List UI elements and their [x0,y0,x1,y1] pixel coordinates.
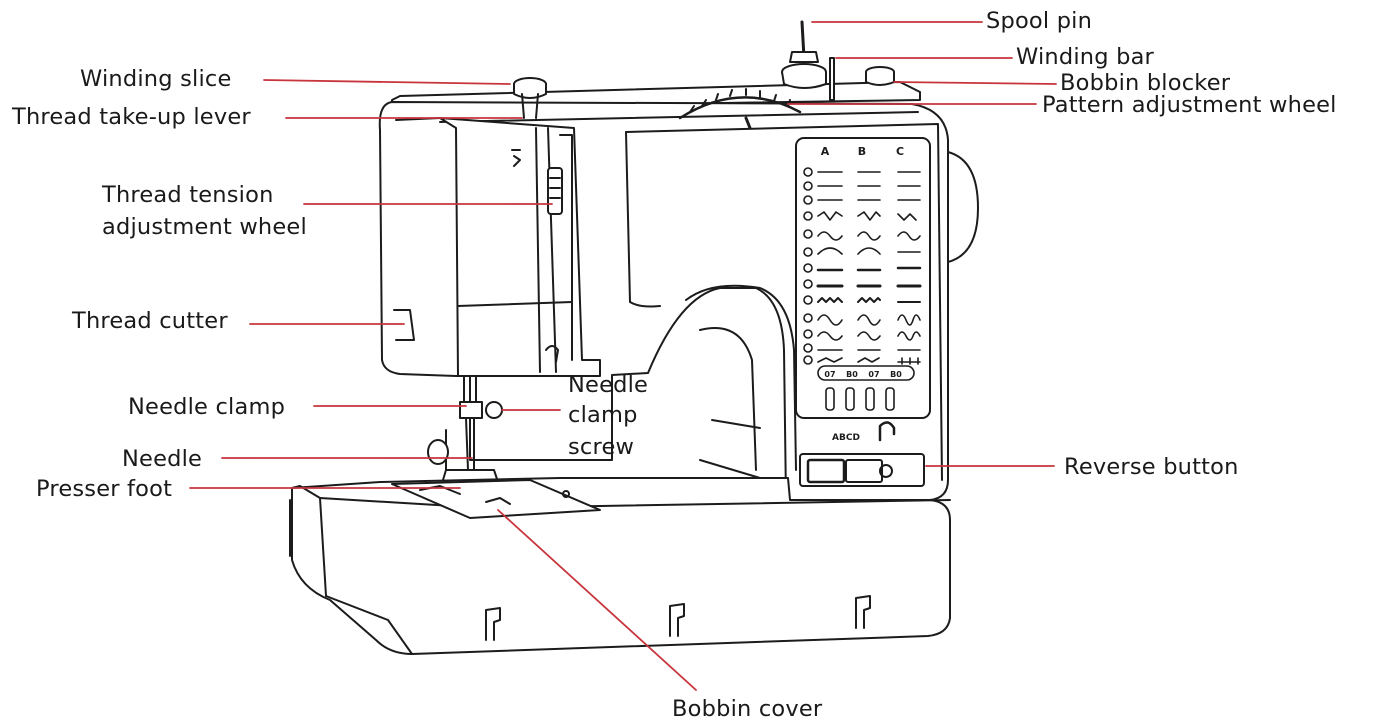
label-presser-foot: Presser foot [36,476,173,502]
label-take-up-lever: Thread take-up lever [12,104,251,130]
panel-foot-code-3: 07 [868,370,879,379]
label-winding-bar: Winding bar [1016,44,1155,70]
leader-bobbin-blocker [893,81,1057,85]
label-needle-clamp-screw-line2: clamp [568,402,638,428]
hand-wheel [947,151,979,263]
label-spool-pin: Spool pin [986,8,1093,34]
label-needle: Needle [122,446,203,472]
panel-text: A B C 07 B0 07 B0 ABCD [821,145,904,443]
leader-bobbin-cover [497,509,697,691]
label-bobbin-cover: Bobbin cover [672,696,823,722]
label-needle-clamp-screw-line1: Needle [568,372,649,398]
label-reverse-button: Reverse button [1064,454,1239,480]
pattern-wheel [678,96,802,120]
label-pattern-wheel: Pattern adjustment wheel [1042,92,1337,118]
machine-base [291,477,951,655]
label-tension-wheel-line1: Thread tension [102,182,274,208]
label-tension-wheel-line2: adjustment wheel [102,214,307,240]
leader-winding-slice [263,79,511,85]
machine-drawing [289,20,979,655]
label-winding-slice: Winding slice [80,66,232,92]
reverse-button-shape [799,453,925,487]
panel-col-b: B [858,145,866,158]
needle-clamp-screw-shape [485,401,503,419]
panel-col-a: A [821,145,830,158]
panel-selector-letters: ABCD [832,433,860,443]
panel-foot-code-2: B0 [846,370,858,379]
panel-foot-code-4: B0 [890,370,902,379]
stitch-panel-rows [803,167,922,365]
stitch-panel [795,137,931,419]
needle-bar [463,375,477,403]
label-needle-clamp-screw-line3: screw [568,434,635,460]
panel-foot-code-1: 07 [824,370,835,379]
label-thread-cutter: Thread cutter [72,308,228,334]
leader-lines [189,21,1057,691]
label-needle-clamp: Needle clamp [128,394,286,420]
panel-col-c: C [896,145,904,158]
foot-code-strip [817,365,915,381]
label-bobbin-blocker: Bobbin blocker [1060,70,1231,96]
